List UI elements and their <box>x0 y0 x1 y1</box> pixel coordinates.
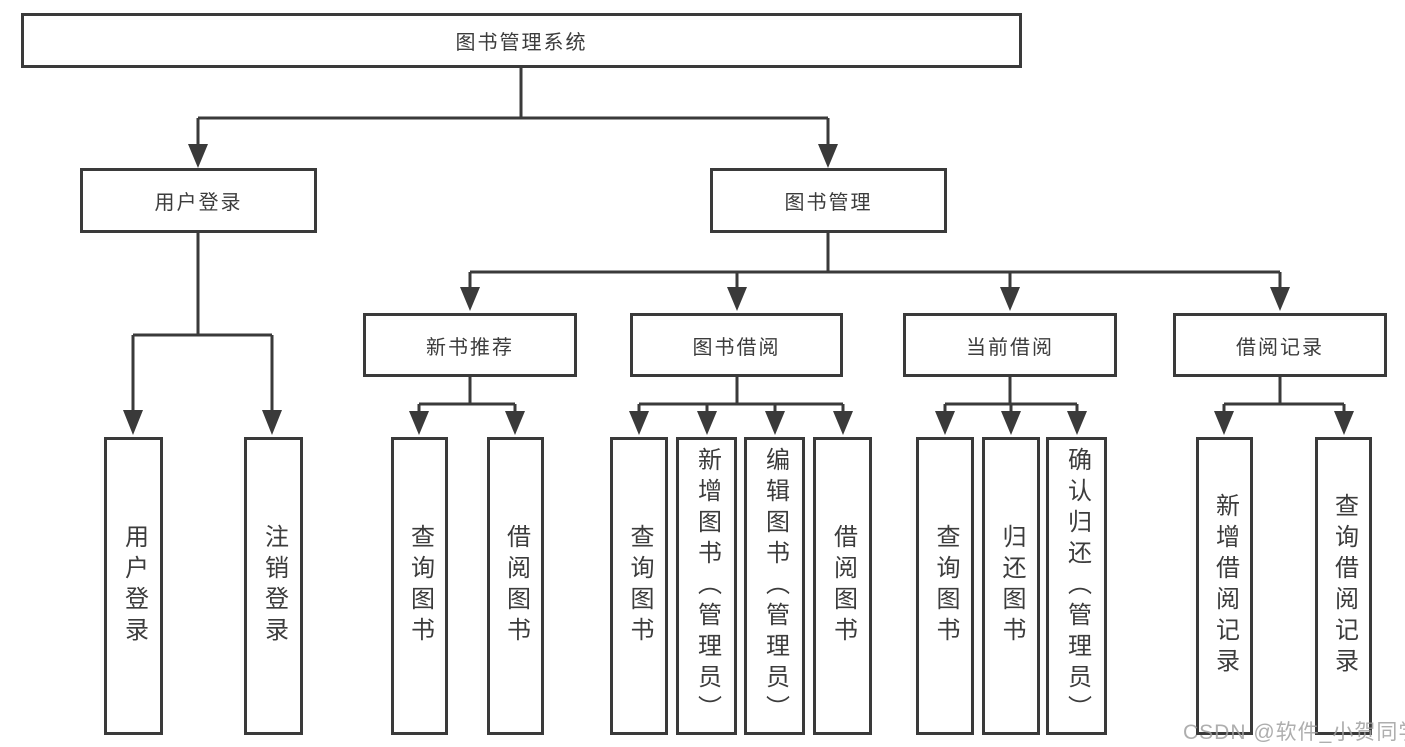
leaf-label: 归还图书 <box>998 524 1025 648</box>
leaf-label: 用户登录 <box>120 524 148 648</box>
leaf-label: 编辑图书（管理员） <box>761 446 789 726</box>
leaf-query-books-borrowing: 查询图书 <box>610 437 668 735</box>
leaf-label: 确认归还（管理员） <box>1063 446 1091 726</box>
leaf-label: 查询借阅记录 <box>1330 493 1358 679</box>
leaf-query-books-current: 查询图书 <box>916 437 974 735</box>
leaf-return-books: 归还图书 <box>982 437 1040 735</box>
leaf-add-books-admin: 新增图书（管理员） <box>676 437 737 735</box>
leaf-query-borrow-record: 查询借阅记录 <box>1315 437 1372 735</box>
node-book-management: 图书管理 <box>710 168 947 233</box>
leaf-label: 查询图书 <box>626 524 653 648</box>
leaf-label: 借阅图书 <box>502 524 530 648</box>
node-user-login: 用户登录 <box>80 168 317 233</box>
leaf-logout: 注销登录 <box>244 437 303 735</box>
leaf-label: 新增借阅记录 <box>1211 493 1239 679</box>
leaf-label: 查询图书 <box>406 524 434 648</box>
leaf-user-login: 用户登录 <box>104 437 163 735</box>
leaf-label: 借阅图书 <box>829 524 857 648</box>
watermark: CSDN @软件_小贺同学 <box>1183 721 1405 744</box>
leaf-borrow-books-recommend: 借阅图书 <box>487 437 544 735</box>
node-book-borrowing: 图书借阅 <box>630 313 843 377</box>
leaf-label: 注销登录 <box>260 524 288 648</box>
leaf-confirm-return-admin: 确认归还（管理员） <box>1046 437 1107 735</box>
arrowhead-icons <box>123 144 1354 435</box>
node-library-system: 图书管理系统 <box>21 13 1022 68</box>
node-current-borrowing: 当前借阅 <box>903 313 1117 377</box>
leaf-borrow-books: 借阅图书 <box>813 437 872 735</box>
node-borrow-records: 借阅记录 <box>1173 313 1387 377</box>
leaf-add-borrow-record: 新增借阅记录 <box>1196 437 1253 735</box>
node-new-book-recommend: 新书推荐 <box>363 313 577 377</box>
leaf-label: 查询图书 <box>932 524 959 648</box>
leaf-label: 新增图书（管理员） <box>693 446 721 726</box>
leaf-edit-books-admin: 编辑图书（管理员） <box>744 437 805 735</box>
leaf-query-books-recommend: 查询图书 <box>391 437 448 735</box>
